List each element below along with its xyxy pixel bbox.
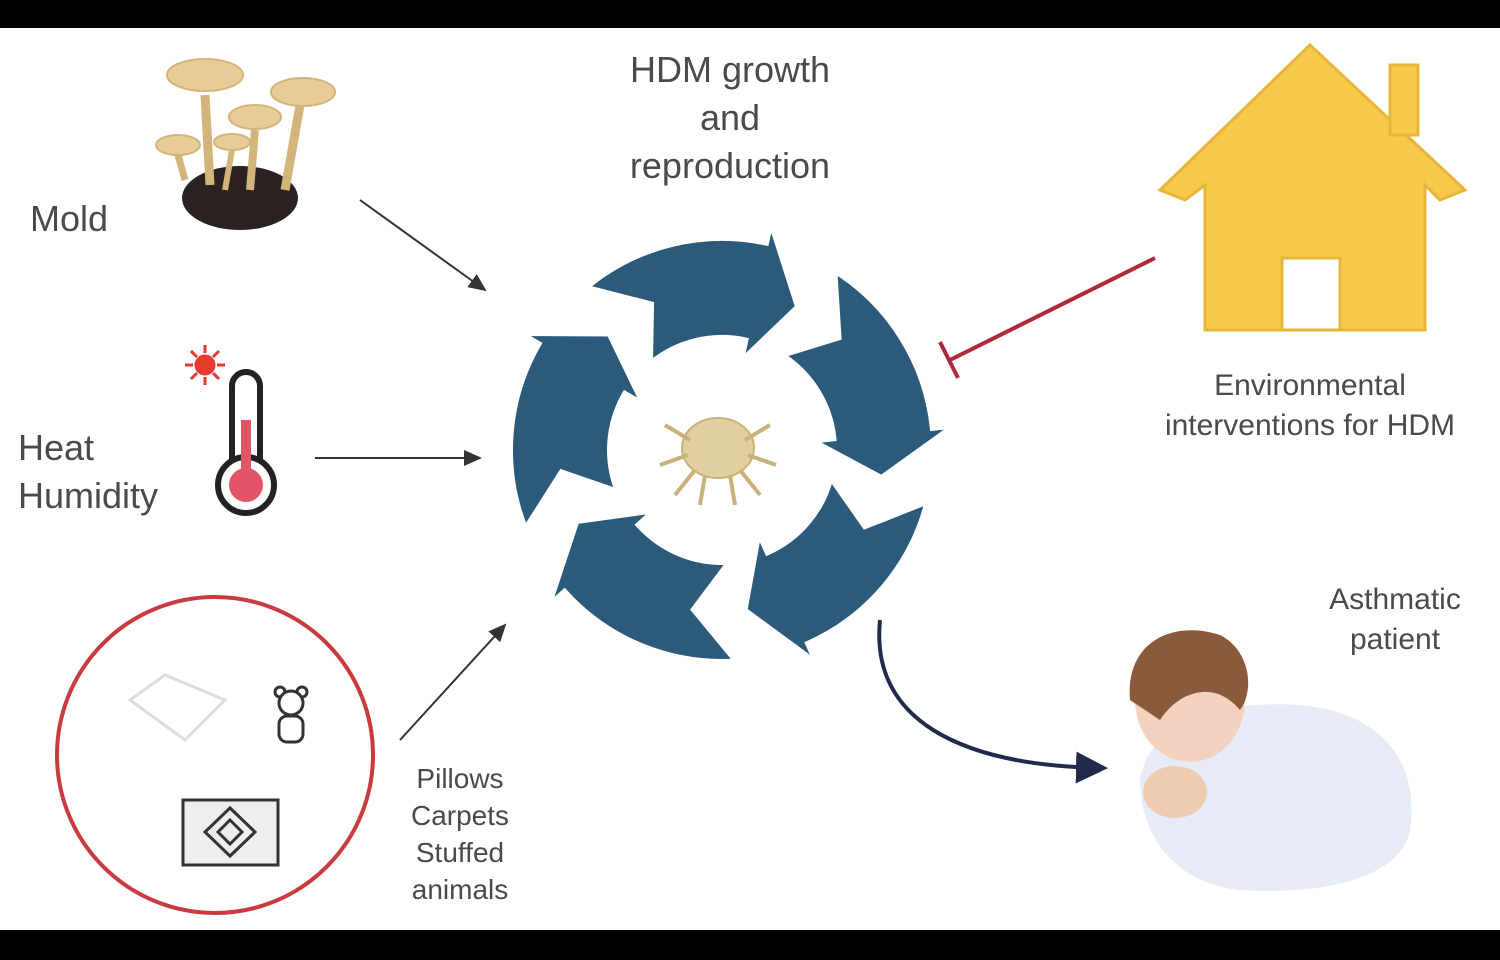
patient-label: Asthmatic patient bbox=[1290, 580, 1500, 660]
thermometer-icon bbox=[215, 369, 277, 516]
intervention-label: Environmental interventions for HDM bbox=[1130, 366, 1490, 446]
outcome-arrow bbox=[877, 619, 1108, 784]
household-item: animals bbox=[411, 874, 509, 905]
cycle-arrow-segment bbox=[541, 505, 743, 665]
heat-humidity-label: Heat Humidity bbox=[18, 424, 158, 520]
inhibition-line bbox=[938, 256, 1156, 379]
title-line: reproduction bbox=[629, 145, 831, 186]
mold-icon bbox=[155, 58, 336, 230]
household-item: Carpets bbox=[410, 800, 510, 831]
cycle-arrow-segment bbox=[507, 329, 652, 536]
patient-line: Asthmatic bbox=[1329, 583, 1461, 616]
title: HDM growth and reproduction bbox=[590, 46, 870, 190]
intervention-line: interventions for HDM bbox=[1164, 409, 1456, 442]
title-line: HDM growth bbox=[629, 49, 831, 90]
cycle-arrow-segment bbox=[579, 209, 802, 371]
pillow-icon bbox=[127, 673, 228, 742]
diagram-svg bbox=[55, 42, 1468, 915]
sun-icon bbox=[185, 345, 225, 385]
lifecycle-cycle-icon bbox=[507, 209, 966, 673]
cycle-arrow-segment bbox=[741, 469, 933, 673]
patient-line: patient bbox=[1349, 623, 1441, 656]
household-label: Pillows Carpets Stuffed animals bbox=[380, 760, 540, 908]
household-item: Pillows bbox=[416, 763, 504, 794]
humidity-label: Humidity bbox=[18, 475, 159, 516]
household-arrow bbox=[399, 623, 507, 741]
household-item: Stuffed bbox=[415, 837, 505, 868]
diagram-canvas: HDM growth and reproduction Mold Heat Hu… bbox=[0, 28, 1500, 930]
cycle-arrow-segment bbox=[774, 264, 966, 482]
mold-label: Mold bbox=[30, 198, 109, 239]
household-circle bbox=[55, 595, 375, 915]
asthmatic-patient-icon bbox=[1129, 630, 1412, 891]
carpet-icon bbox=[181, 798, 280, 867]
intervention-line: Environmental bbox=[1214, 369, 1406, 402]
mold-arrow bbox=[359, 199, 487, 292]
dust-mite-icon bbox=[659, 417, 777, 506]
teddy-bear-icon bbox=[273, 685, 309, 744]
heat-label: Heat bbox=[18, 427, 95, 468]
house-icon bbox=[1157, 42, 1468, 332]
title-line: and bbox=[699, 97, 761, 138]
